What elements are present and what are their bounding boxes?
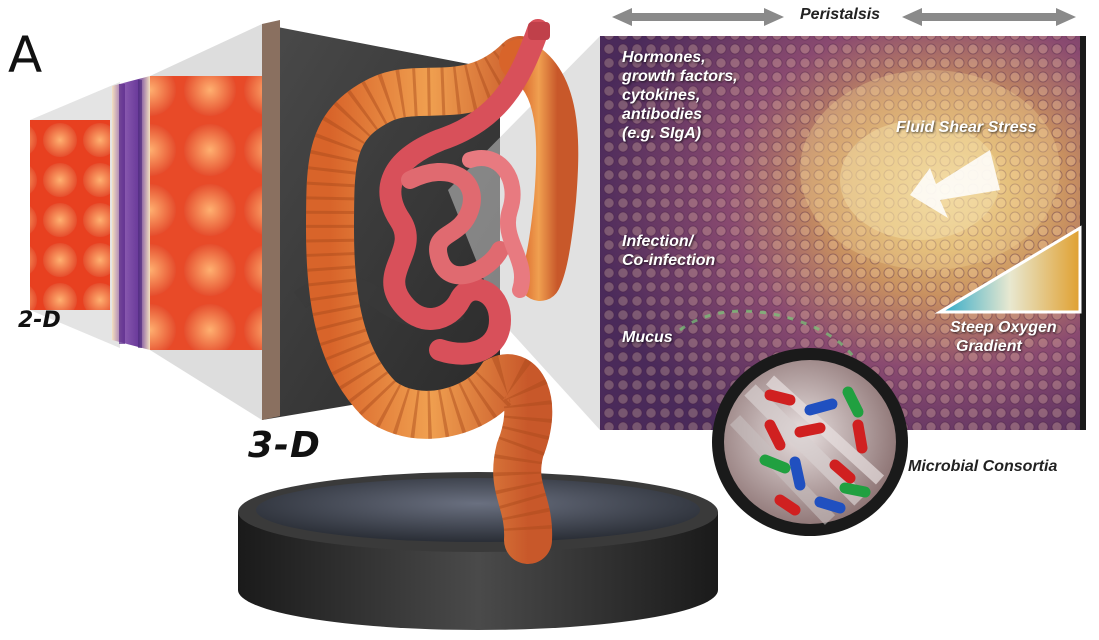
culture-transwell-panel	[150, 76, 262, 350]
label-hormones-line: cytokines,	[622, 86, 738, 105]
label-infection-line: Co-infection	[622, 251, 715, 270]
panel-letter: A	[8, 26, 42, 84]
bacterium-red	[800, 428, 820, 432]
label-fluid-shear: Fluid Shear Stress	[896, 118, 1037, 137]
label-microbial: Microbial Consortia	[908, 458, 1057, 476]
culture-2d-panel	[30, 120, 110, 310]
label-2d: 2-D	[18, 308, 61, 333]
label-peristalsis: Peristalsis	[800, 6, 880, 24]
label-infection: Infection/ Co-infection	[622, 232, 715, 270]
label-hormones-line: Hormones,	[622, 48, 738, 67]
bacterium-blue	[810, 404, 832, 410]
label-oxygen-line: Steep Oxygen	[950, 318, 1057, 337]
label-oxygen: Steep Oxygen Gradient	[950, 318, 1057, 356]
label-hormones-line: antibodies	[622, 105, 738, 124]
label-infection-line: Infection/	[622, 232, 715, 251]
bacterium-green	[765, 460, 785, 468]
bacterium-blue	[795, 462, 800, 485]
label-hormones: Hormones, growth factors, cytokines, ant…	[622, 48, 738, 143]
magnifier-lens	[712, 348, 908, 536]
label-mucus: Mucus	[622, 328, 673, 347]
label-3d: 3-D	[248, 425, 321, 466]
label-oxygen-line: Gradient	[950, 337, 1057, 356]
bacterium-green	[845, 488, 865, 492]
label-hormones-line: growth factors,	[622, 67, 738, 86]
pedestal	[238, 472, 718, 630]
bacterium-red	[858, 425, 862, 448]
membrane-insert	[112, 76, 150, 350]
bacterium-red	[770, 395, 790, 400]
label-hormones-line: (e.g. SIgA)	[622, 124, 738, 143]
bacterium-blue	[820, 502, 840, 508]
